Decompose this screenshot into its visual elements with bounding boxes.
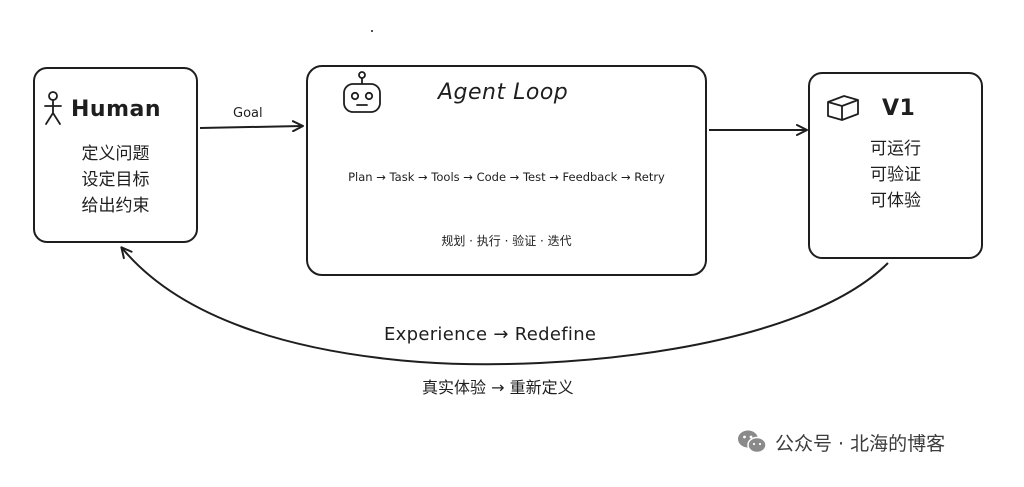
wechat-icon (738, 430, 767, 454)
goal-label: Goal (233, 106, 263, 121)
v1-description: 可运行 可验证 可体验 (810, 136, 981, 214)
human-line-1: 定义问题 (81, 144, 150, 164)
stick-figure-icon (44, 91, 62, 125)
human-description: 定义问题 设定目标 给出约束 (35, 141, 196, 219)
agent-loop-title: Agent Loop (438, 80, 569, 105)
v1-line-1: 可运行 (870, 139, 921, 159)
v1-title: V1 (882, 96, 916, 121)
v1-line-3: 可体验 (870, 191, 921, 211)
stray-dot (371, 30, 373, 32)
watermark: 公众号 · 北海的博客 (737, 428, 945, 456)
goal-arrow (199, 120, 304, 133)
agent-flow-steps: Plan → Task → Tools → Code → Test → Feed… (348, 170, 665, 184)
v1-box: V1 可运行 可验证 可体验 (808, 72, 983, 259)
human-title: Human (71, 97, 162, 122)
v1-line-2: 可验证 (870, 165, 921, 185)
human-line-3: 给出约束 (81, 196, 150, 216)
feedback-loop-arrow (120, 246, 889, 366)
feedback-label-en: Experience → Redefine (384, 324, 597, 345)
robot-icon (343, 71, 381, 113)
agent-loop-box: Agent Loop Plan → Task → Tools → Code → … (306, 65, 707, 276)
watermark-text: 公众号 · 北海的博客 (775, 432, 946, 455)
feedback-label-zh: 真实体验 → 重新定义 (422, 378, 574, 397)
human-box: Human 定义问题 设定目标 给出约束 (33, 67, 198, 243)
human-line-2: 设定目标 (81, 170, 150, 190)
agent-loop-subtitle: 规划 · 执行 · 验证 · 迭代 (441, 234, 572, 248)
cube-icon (827, 95, 859, 121)
